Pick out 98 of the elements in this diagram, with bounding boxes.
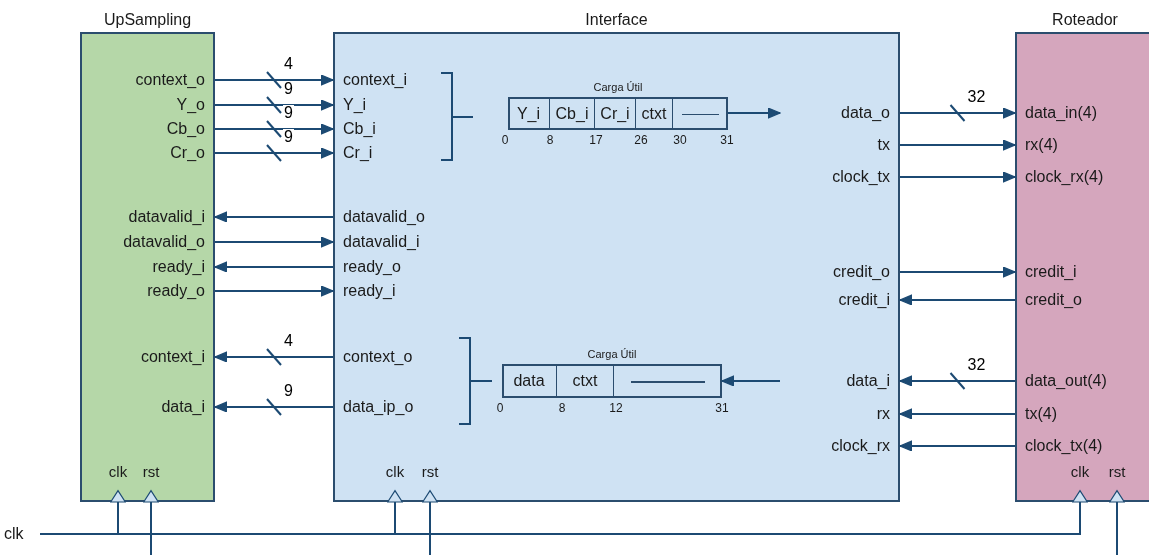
port-label: credit_i — [1015, 261, 1149, 283]
edge-label: 32 — [966, 357, 987, 373]
field-cell: ctxt — [557, 364, 614, 398]
pin-label: clk — [103, 462, 133, 502]
port-label: clock_tx — [780, 166, 900, 188]
frame-title: Carga Útil — [593, 80, 643, 95]
port-label: context_o — [92, 69, 215, 91]
edge-label: 9 — [283, 129, 294, 145]
port-label: clock_rx — [780, 435, 900, 457]
port-label: datavalid_i — [333, 231, 460, 253]
bit-index: 30 — [673, 133, 687, 147]
port-label: ready_i — [333, 280, 460, 302]
signal-arrow — [899, 139, 1016, 151]
bus-arrow — [899, 375, 1016, 387]
bit-index: 12 — [609, 401, 623, 415]
bus-arrow — [214, 123, 334, 135]
bit-index: 17 — [589, 133, 603, 147]
port-label: Cr_i — [333, 142, 460, 164]
pin-label: rst — [1102, 462, 1132, 502]
port-label: Cb_i — [333, 118, 460, 140]
field-cell: ctxt — [636, 97, 673, 130]
frame-title: Carga Útil — [587, 347, 637, 362]
field-cell: Cr_i — [595, 97, 636, 130]
port-label: credit_i — [780, 289, 900, 311]
port-label: rx — [780, 403, 900, 425]
field-cell: Y_i — [508, 97, 550, 130]
port-label: ready_i — [92, 256, 215, 278]
clock-line — [39, 490, 1088, 535]
port-label: tx(4) — [1015, 403, 1149, 425]
port-label: Cr_o — [92, 142, 215, 164]
bit-index: 8 — [546, 133, 554, 147]
packet-frame — [508, 78, 728, 130]
bus-arrow — [214, 401, 334, 413]
signal-arrow — [214, 261, 334, 273]
edge-label: 4 — [283, 333, 294, 349]
port-label: data_in(4) — [1015, 102, 1149, 124]
port-label: datavalid_o — [333, 206, 460, 228]
signal-arrow — [727, 107, 781, 119]
port-label: data_i — [780, 370, 900, 392]
port-label: ready_o — [92, 280, 215, 302]
port-label: Cb_o — [92, 118, 215, 140]
bit-index: 8 — [558, 401, 566, 415]
port-label: clock_rx(4) — [1015, 166, 1149, 188]
port-label: data_ip_o — [333, 396, 460, 418]
bus-arrow — [214, 74, 334, 86]
packet-frame — [502, 345, 722, 398]
signal-arrow — [214, 211, 334, 223]
clock-line — [1109, 490, 1125, 555]
port-label: credit_o — [780, 261, 900, 283]
port-label: ready_o — [333, 256, 460, 278]
pin-label: clk — [380, 462, 410, 502]
bit-index: 0 — [501, 133, 509, 147]
port-label: context_o — [333, 346, 460, 368]
field-cell: Cb_i — [550, 97, 595, 130]
block-title: Interface — [585, 10, 648, 30]
port-label: rx(4) — [1015, 134, 1149, 156]
bit-index: 31 — [720, 133, 734, 147]
signal-arrow — [214, 236, 334, 248]
port-label: datavalid_o — [92, 231, 215, 253]
edge-label: 9 — [283, 105, 294, 121]
bus-arrow — [899, 107, 1016, 119]
clock-line — [422, 490, 438, 555]
bit-index: 31 — [715, 401, 729, 415]
signal-arrow — [899, 408, 1016, 420]
port-label: clock_tx(4) — [1015, 435, 1149, 457]
pin-label: clk — [1065, 462, 1095, 502]
edge-label: 32 — [966, 89, 987, 105]
signal-arrow — [721, 375, 781, 387]
port-label: context_i — [92, 346, 215, 368]
pin-label: rst — [415, 462, 445, 502]
port-label: data_i — [92, 396, 215, 418]
field-cell: data — [502, 364, 557, 398]
signal-label: clk — [4, 522, 40, 546]
port-label: credit_o — [1015, 289, 1149, 311]
bus-arrow — [214, 351, 334, 363]
port-label: Y_o — [92, 94, 215, 116]
signal-arrow — [899, 266, 1016, 278]
signal-arrow — [899, 294, 1016, 306]
bit-index: 26 — [634, 133, 648, 147]
edge-label: 9 — [283, 383, 294, 399]
block-title: UpSampling — [103, 10, 192, 30]
port-label: tx — [780, 134, 900, 156]
signal-arrow — [899, 440, 1016, 452]
clock-line — [143, 490, 159, 555]
edge-label: 4 — [283, 56, 294, 72]
port-label: Y_i — [333, 94, 460, 116]
bit-index: 0 — [496, 401, 504, 415]
port-label: datavalid_i — [92, 206, 215, 228]
pin-label: rst — [136, 462, 166, 502]
port-label: data_out(4) — [1015, 370, 1149, 392]
block-title: Roteador — [1052, 10, 1118, 30]
bus-arrow — [214, 99, 334, 111]
edge-label: 9 — [283, 81, 294, 97]
signal-arrow — [214, 285, 334, 297]
signal-arrow — [899, 171, 1016, 183]
bus-arrow — [214, 147, 334, 159]
port-label: data_o — [780, 102, 900, 124]
port-label: context_i — [333, 69, 460, 91]
